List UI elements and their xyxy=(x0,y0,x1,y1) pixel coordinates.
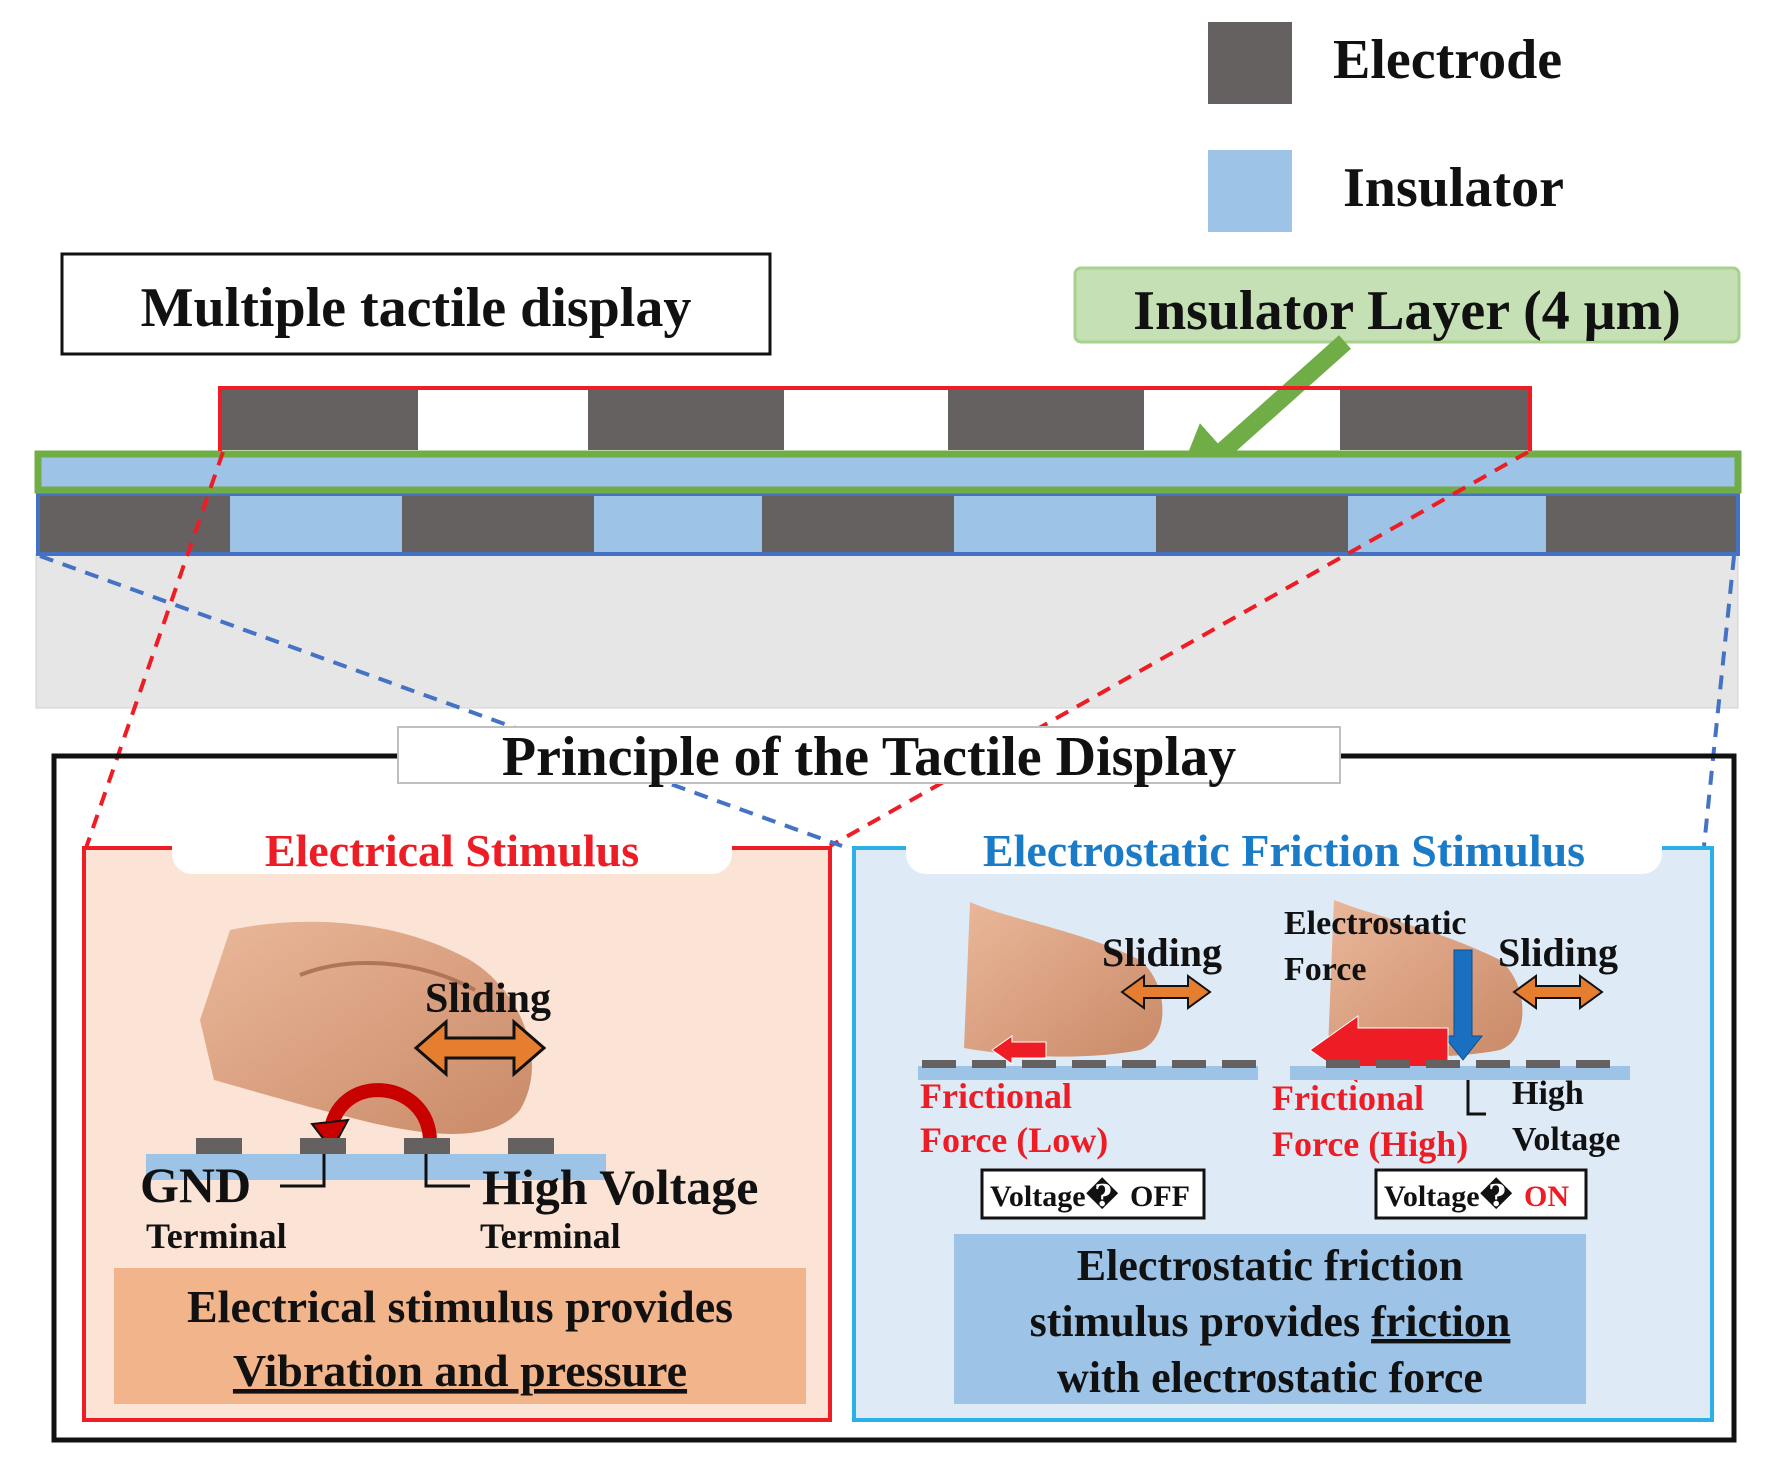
sliding-arrow-left xyxy=(1120,974,1212,1010)
voltage-on-value: ON xyxy=(1524,1180,1569,1213)
high-label: High xyxy=(1512,1075,1584,1112)
friction-note-line1: Electrostatic friction xyxy=(1077,1241,1463,1290)
voltage-off-value: OFF xyxy=(1130,1180,1190,1213)
legend-insulator-label: Insulator xyxy=(1343,157,1564,219)
legend: Electrode Insulator xyxy=(1208,22,1564,232)
top-electrode xyxy=(1340,390,1530,450)
friction-stimulus-panel: Electrostatic Friction Stimulus Sliding … xyxy=(852,825,1714,1422)
electrostatic-label: Electrostatic xyxy=(1284,905,1467,942)
voltage-off-label: Voltage� xyxy=(990,1177,1119,1213)
electrical-note-box xyxy=(114,1268,806,1404)
cross-section xyxy=(34,386,1742,709)
electrical-stimulus-panel: Electrical Stimulus Sliding GND Terminal… xyxy=(82,825,832,1422)
electrical-electrode xyxy=(404,1138,450,1154)
friction-note-line2-b: friction xyxy=(1371,1297,1510,1346)
insulator-layer xyxy=(34,450,1742,494)
electrical-electrode xyxy=(508,1138,554,1154)
high-voltage-label: High Voltage xyxy=(482,1159,758,1215)
electrical-note-line2: Vibration and pressure xyxy=(233,1345,687,1396)
frictional-force-low-arrow xyxy=(991,1035,1047,1065)
zoom-lines xyxy=(39,450,1736,849)
electrical-electrode xyxy=(196,1138,242,1154)
insulator-layer-label: Insulator Layer (4 μm) xyxy=(1133,280,1681,342)
principle-frame: Principle of the Tactile Display xyxy=(51,726,1737,1443)
sliding-arrow-right xyxy=(1512,974,1604,1010)
electrical-electrode xyxy=(300,1138,346,1154)
substrate xyxy=(35,553,1739,709)
finger-illustration-right xyxy=(1328,900,1523,1057)
friction-insulator-right xyxy=(1290,1066,1630,1080)
overview-title-box: Multiple tactile display xyxy=(60,252,772,356)
gnd-leader xyxy=(280,1154,326,1188)
sliding-right-label: Sliding xyxy=(1498,930,1618,975)
top-electrodes xyxy=(220,390,1530,450)
friction-stimulus-title: Electrostatic Friction Stimulus xyxy=(983,825,1585,876)
current-arc-arrow xyxy=(323,1083,437,1143)
frictional-high-line1: Frictional xyxy=(1272,1078,1424,1118)
friction-note-line3: with electrostatic force xyxy=(1057,1353,1483,1402)
hv-terminal-label: Terminal xyxy=(480,1216,621,1256)
friction-note-box xyxy=(954,1234,1586,1404)
finger-illustration xyxy=(200,921,532,1134)
friction-note-line2-a: stimulus provides xyxy=(1030,1297,1372,1346)
fingernail xyxy=(299,961,476,992)
frictional-high-line2: Force (High) xyxy=(1272,1124,1468,1164)
high-voltage-leader xyxy=(1466,1080,1486,1116)
electrical-stimulus-title: Electrical Stimulus xyxy=(265,825,639,876)
voltage-off-box xyxy=(980,1168,1206,1220)
sliding-double-arrow xyxy=(413,1018,547,1078)
voltage-word-label: Voltage xyxy=(1512,1121,1620,1158)
top-electrode-region-outline xyxy=(218,386,1532,451)
overview-title: Multiple tactile display xyxy=(141,277,692,339)
electrostatic-force-arrow xyxy=(1442,949,1484,1061)
bottom-electrode xyxy=(1546,494,1738,554)
bottom-electrode xyxy=(762,494,954,554)
electrical-note-line1: Electrical stimulus provides xyxy=(187,1281,733,1332)
friction-electrodes-left xyxy=(922,1060,1256,1068)
bottom-electrode xyxy=(38,494,230,554)
top-electrode xyxy=(948,390,1144,450)
top-electrode xyxy=(220,390,418,450)
bottom-layer xyxy=(36,492,1740,556)
electrical-insulator-strip xyxy=(146,1154,606,1180)
frictional-low-line2: Force (Low) xyxy=(920,1120,1108,1160)
friction-insulator-left xyxy=(918,1066,1258,1080)
principle-title: Principle of the Tactile Display xyxy=(502,726,1236,788)
gnd-label: GND xyxy=(140,1157,251,1213)
gnd-terminal-label: Terminal xyxy=(146,1216,287,1256)
finger-illustration-left xyxy=(964,902,1163,1057)
hv-leader xyxy=(424,1154,470,1188)
frictional-low-line1: Frictional xyxy=(920,1076,1072,1116)
top-electrode xyxy=(588,390,784,450)
electrical-sliding-label: Sliding xyxy=(425,976,551,1022)
legend-electrode-swatch xyxy=(1208,22,1292,104)
force-label: Force xyxy=(1284,951,1366,988)
voltage-on-box xyxy=(1374,1168,1588,1220)
bottom-electrode xyxy=(402,494,594,554)
voltage-on-label: Voltage� xyxy=(1384,1177,1513,1213)
friction-note-line2: stimulus provides friction xyxy=(1030,1297,1511,1346)
legend-electrode-label: Electrode xyxy=(1333,29,1562,91)
legend-insulator-swatch xyxy=(1208,150,1292,232)
friction-electrodes-right xyxy=(1326,1060,1610,1068)
bottom-electrode xyxy=(1156,494,1348,554)
sliding-left-label: Sliding xyxy=(1102,930,1222,975)
